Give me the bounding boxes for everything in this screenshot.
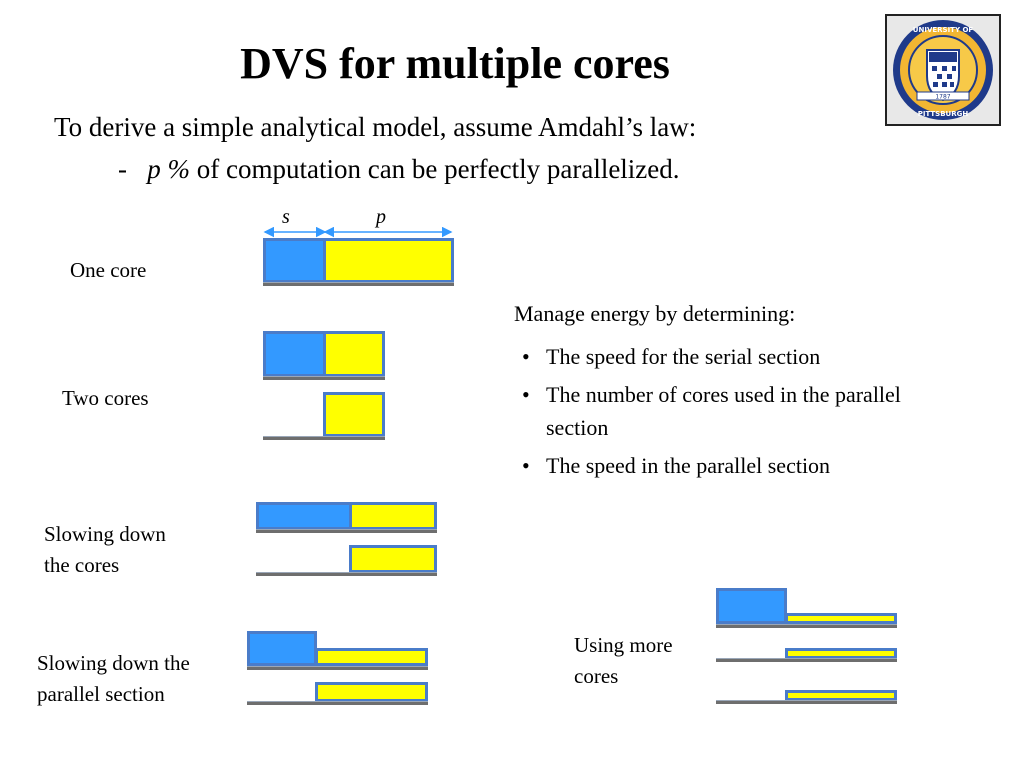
parallel-block <box>785 690 897 701</box>
timeline <box>263 436 385 440</box>
parallel-block <box>349 545 437 573</box>
parallel-block <box>323 238 454 283</box>
label-slowing-cores-line2: the cores <box>44 553 120 577</box>
label-more-cores-line2: cores <box>574 664 619 688</box>
serial-block <box>256 502 352 530</box>
parallel-block <box>323 331 385 377</box>
timeline <box>263 376 385 380</box>
p-label: p <box>376 206 386 228</box>
timeline <box>716 658 897 662</box>
svg-text:1787: 1787 <box>935 94 950 101</box>
label-one-core: One core <box>70 258 147 282</box>
sp-dimension-arrows <box>263 226 453 238</box>
intro-rest: of computation can be perfectly parallel… <box>196 154 680 184</box>
parallel-block <box>315 682 428 702</box>
svg-text:UNIVERSITY OF: UNIVERSITY OF <box>913 26 974 34</box>
svg-text:PITTSBURGH: PITTSBURGH <box>918 110 969 118</box>
intro-line-1: To derive a simple analytical model, ass… <box>54 112 697 142</box>
timeline <box>247 701 428 705</box>
timeline <box>247 666 428 670</box>
label-slowing-parallel-line2: parallel section <box>37 682 165 706</box>
timeline <box>716 624 897 628</box>
label-slowing-cores-line1: Slowing down <box>44 522 166 546</box>
parallel-block <box>785 613 897 624</box>
intro-p-percent: p % <box>147 154 190 184</box>
serial-block <box>247 631 317 666</box>
intro-dash: - <box>118 154 127 184</box>
timeline <box>716 700 897 704</box>
pitt-seal-icon: 1787 UNIVERSITY OF PITTSBURGH <box>893 20 993 120</box>
side-bullet-list: The speed for the serial section The num… <box>514 340 934 487</box>
serial-block <box>716 588 787 624</box>
university-logo: 1787 UNIVERSITY OF PITTSBURGH <box>885 14 1001 126</box>
s-label: s <box>282 206 290 228</box>
list-item: The number of cores used in the parallel… <box>514 378 934 444</box>
label-slowing-parallel: Slowing down the parallel section <box>37 648 190 710</box>
label-more-cores-line1: Using more <box>574 633 673 657</box>
timeline <box>256 572 437 576</box>
side-heading: Manage energy by determining: <box>514 301 796 326</box>
list-item: The speed in the parallel section <box>514 449 934 482</box>
parallel-block <box>323 392 385 437</box>
list-item: The speed for the serial section <box>514 340 934 373</box>
intro-line-2: - p % of computation can be perfectly pa… <box>118 154 680 185</box>
timeline <box>263 282 454 286</box>
label-slowing-parallel-line1: Slowing down the <box>37 651 190 675</box>
slide-title: DVS for multiple cores <box>240 39 670 88</box>
label-two-cores: Two cores <box>62 386 149 410</box>
serial-block <box>263 238 326 283</box>
parallel-block <box>785 648 897 659</box>
timeline <box>256 529 437 533</box>
parallel-block <box>349 502 437 530</box>
serial-block <box>263 331 326 377</box>
label-slowing-cores: Slowing down the cores <box>44 519 166 581</box>
parallel-block <box>315 648 428 666</box>
label-more-cores: Using more cores <box>574 630 673 692</box>
